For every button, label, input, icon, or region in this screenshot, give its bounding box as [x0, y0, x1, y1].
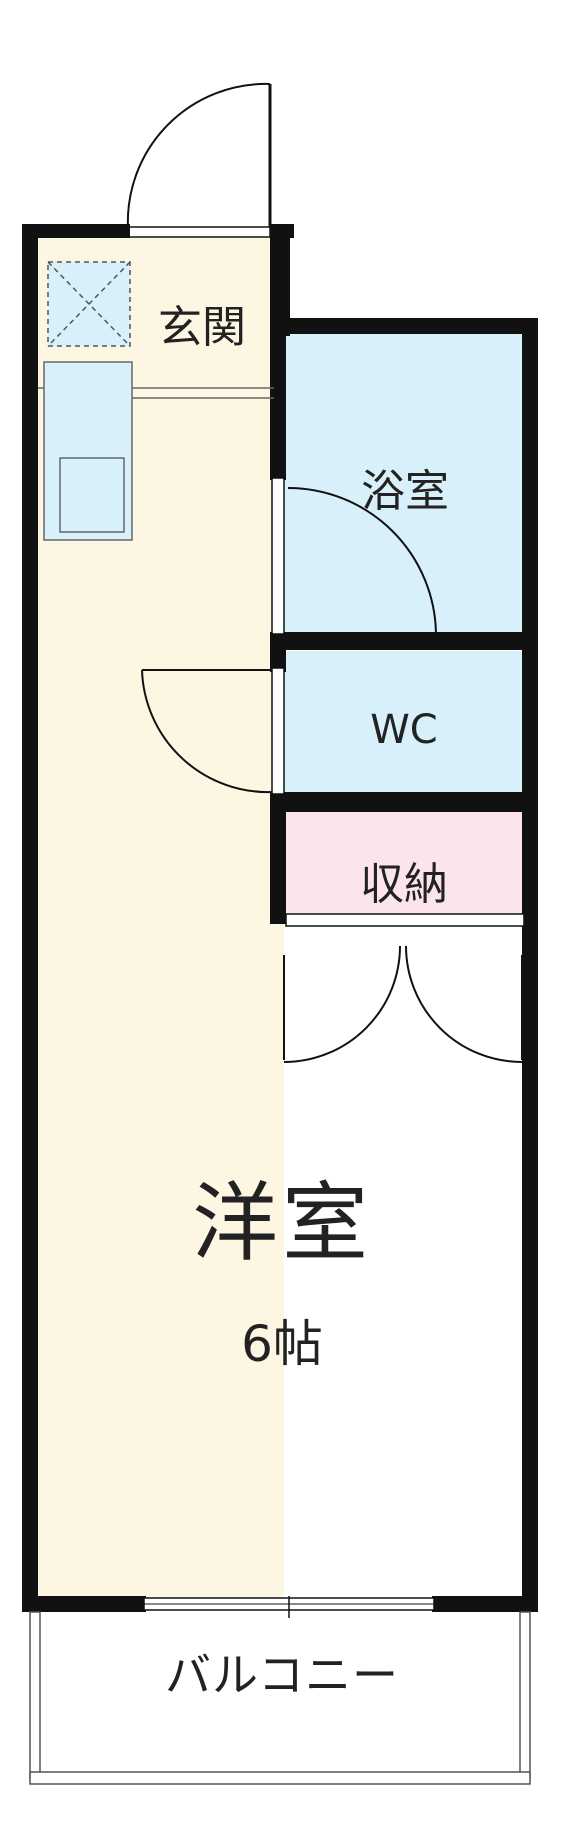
wall-left: [22, 224, 38, 1610]
kitchen-counter: [43, 361, 133, 541]
entrance-label: 玄関: [158, 302, 246, 353]
storage-label: 収納: [360, 859, 448, 910]
wall-right: [522, 318, 538, 1610]
shoe-box-diagonal-b: [47, 261, 131, 347]
balcony-label: バルコニー: [164, 1648, 400, 1702]
bath-door-opening: [271, 477, 285, 635]
wall-storage-left: [270, 792, 286, 924]
wall-wc-left-upper: [270, 632, 286, 672]
entrance-door-sill: [127, 226, 271, 238]
bathroom-label: 浴室: [361, 466, 449, 517]
balcony-railing-bottom: [29, 1771, 531, 1785]
storage-door-swing-right: [405, 945, 523, 1063]
western-room-size: 6帖: [241, 1315, 323, 1373]
wc-door-swing: [141, 669, 273, 794]
wall-bath-bottom: [270, 632, 538, 650]
entrance-door-swing: [126, 82, 271, 229]
wall-bath-left-upper: [270, 330, 286, 480]
wall-wc-bottom: [270, 792, 538, 812]
wall-bottom-right: [432, 1596, 538, 1612]
balcony-railing-left: [29, 1611, 41, 1781]
storage-floor: [284, 812, 530, 920]
wall-bottom-left: [22, 1596, 146, 1612]
toilet-floor: [284, 651, 530, 797]
bathroom-floor: [284, 330, 530, 635]
balcony-railing-right: [519, 1611, 531, 1781]
balcony-floor: [38, 1612, 524, 1780]
bath-door-swing: [287, 487, 437, 635]
storage-door-swing-left: [283, 945, 401, 1063]
kitchen-sink: [59, 457, 125, 533]
wall-entrance-right: [270, 224, 290, 336]
western-room-label: 洋室: [192, 1173, 372, 1274]
toilet-label: WC: [370, 707, 438, 753]
wall-right-top: [270, 318, 538, 334]
storage-door-track: [285, 913, 525, 927]
wc-door-opening: [271, 667, 285, 795]
wall-top-left: [22, 224, 130, 238]
